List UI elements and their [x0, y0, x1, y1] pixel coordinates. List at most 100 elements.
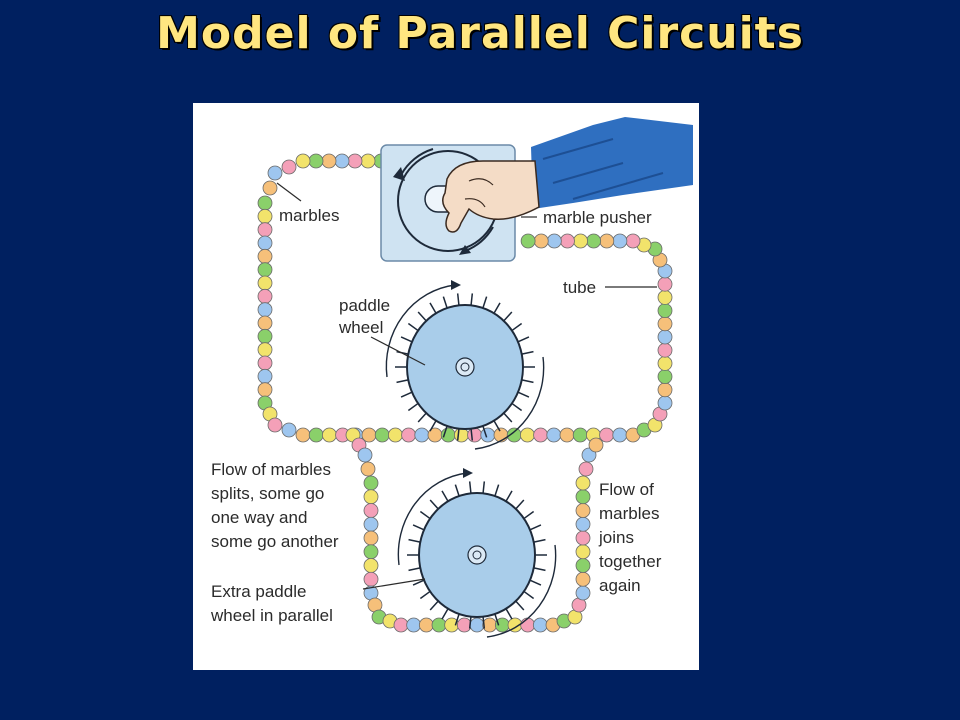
marble — [418, 617, 434, 633]
marble — [469, 617, 485, 633]
marble — [612, 233, 628, 249]
marble — [657, 289, 673, 305]
marble — [546, 427, 562, 443]
label-flow-joins-4: together — [599, 552, 662, 571]
marble — [257, 315, 273, 331]
marble — [657, 369, 673, 385]
marble — [575, 516, 591, 532]
marble — [560, 233, 575, 249]
marble — [401, 427, 417, 443]
label-flow-splits-2: splits, some go — [211, 484, 324, 503]
marble — [360, 461, 376, 477]
marble — [363, 516, 379, 532]
marble — [257, 302, 273, 318]
marble — [657, 395, 673, 411]
marble — [374, 427, 390, 443]
rotation-arrow-icon — [385, 284, 456, 378]
marble — [519, 427, 535, 443]
marble — [575, 558, 591, 573]
leader-lines — [276, 182, 657, 590]
marble — [440, 427, 456, 443]
marble — [520, 617, 536, 633]
marble — [267, 165, 283, 181]
marble — [575, 530, 591, 546]
marble — [393, 617, 409, 633]
marble — [267, 417, 283, 433]
marble — [575, 585, 591, 601]
marble — [657, 382, 673, 398]
marble — [533, 233, 549, 249]
marble — [363, 530, 379, 546]
label-marble-pusher: marble pusher — [543, 208, 652, 227]
marble — [257, 342, 273, 358]
marble — [295, 153, 311, 169]
marble — [532, 617, 548, 633]
marble — [360, 153, 376, 169]
label-flow-splits-1: Flow of marbles — [211, 460, 331, 479]
marble — [657, 316, 673, 332]
marble — [575, 475, 591, 491]
marble — [281, 159, 297, 175]
marble — [657, 355, 673, 371]
marble — [431, 617, 447, 633]
marble — [321, 153, 337, 169]
marble — [480, 427, 496, 443]
marble — [257, 208, 273, 224]
marble — [657, 342, 673, 358]
marble-tube — [257, 153, 673, 633]
label-flow-joins-3: joins — [598, 528, 634, 547]
marble — [559, 427, 575, 443]
marble — [575, 489, 591, 505]
marble — [453, 427, 469, 443]
rotation-arrow-icon — [397, 472, 468, 566]
marble — [599, 233, 615, 249]
marble — [575, 544, 591, 560]
marble — [612, 427, 628, 443]
paddle-wheel-icon — [397, 468, 557, 638]
marble — [599, 427, 615, 443]
label-extra-wheel-1: Extra paddle — [211, 582, 306, 601]
label-extra-wheel-2: wheel in parallel — [210, 606, 333, 625]
hand-icon — [442, 117, 693, 233]
marble — [406, 617, 422, 633]
marble — [308, 427, 324, 443]
marble — [308, 153, 324, 169]
label-tube: tube — [563, 278, 596, 297]
marble — [257, 368, 273, 384]
marble — [257, 235, 273, 251]
marble — [575, 571, 591, 587]
marble — [347, 153, 363, 169]
slide-title: Model of Parallel Circuits — [156, 8, 804, 59]
marble — [257, 328, 273, 344]
parallel-circuit-diagram: marbles marble pusher tube paddle wheel … — [193, 103, 699, 670]
marble — [257, 355, 273, 371]
marble — [657, 329, 673, 345]
marble — [572, 427, 588, 443]
paddle-wheel-icon — [385, 280, 545, 450]
marble — [363, 571, 379, 587]
marble — [321, 427, 337, 443]
marble — [578, 461, 594, 477]
marble — [573, 233, 588, 249]
label-flow-splits-4: some go another — [211, 532, 339, 551]
marble — [625, 233, 641, 249]
marble — [257, 275, 273, 291]
marble — [257, 195, 273, 211]
marble — [657, 276, 673, 292]
marble — [657, 303, 673, 319]
marble — [363, 544, 379, 560]
marble — [586, 233, 602, 249]
marble — [257, 288, 273, 304]
marble — [456, 617, 472, 633]
marble — [257, 222, 273, 238]
marble — [414, 427, 430, 443]
marble — [262, 180, 278, 196]
marble — [575, 503, 591, 518]
marble — [387, 427, 403, 443]
marble — [482, 617, 498, 633]
label-flow-joins-5: again — [599, 576, 641, 595]
label-paddle-wheel-line2: wheel — [338, 318, 383, 337]
marble — [363, 558, 379, 573]
marble — [546, 233, 562, 249]
label-flow-splits-3: one way and — [211, 508, 307, 527]
